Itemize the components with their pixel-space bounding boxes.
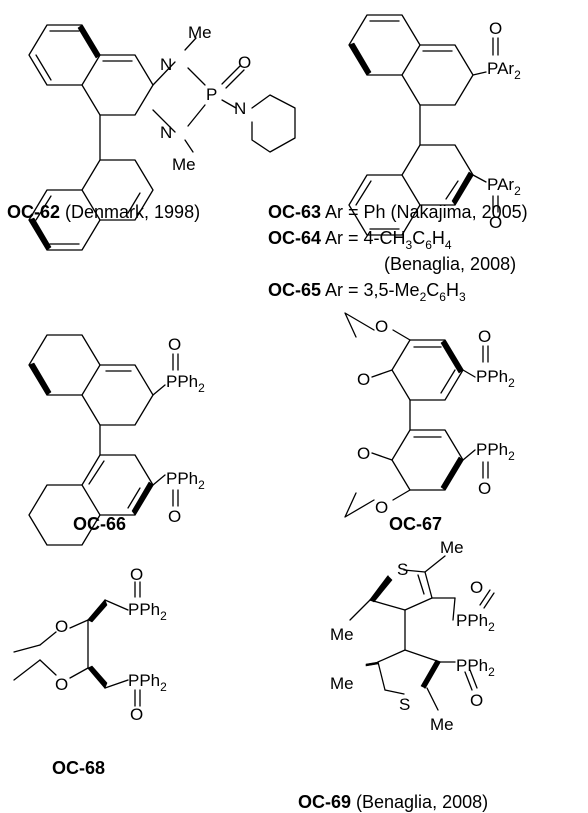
- structure-oc62: N Me P O N N Me OC-62 (Denmark, 1998): [7, 23, 296, 251]
- oc68-wedges: [87, 599, 108, 689]
- structure-oc68: O O O PPh2 PPh2 O OC-68: [13, 565, 167, 778]
- oc69-atom-me4: Me: [430, 715, 454, 734]
- oc67-atom-o2: O: [478, 479, 491, 498]
- oc67-atom-od: O: [375, 498, 388, 517]
- oc63-atom-p1: PAr2: [487, 59, 521, 82]
- oc65-caption: OC-65 Ar = 3,5-Me2C6H3: [268, 280, 466, 304]
- oc69-wedges: [365, 575, 441, 689]
- oc66-atom-p2: PPh2: [166, 469, 205, 492]
- oc67-caption: OC-67: [389, 514, 442, 534]
- oc63-caption: OC-63 Ar = Ph (Nakajima, 2005): [268, 202, 528, 222]
- oc63-atom-o1: O: [489, 19, 502, 38]
- oc67-atom-p2: PPh2: [476, 440, 515, 463]
- oc68-atom-p1: PPh2: [128, 600, 167, 623]
- oc62-ref: (Denmark, 1998): [60, 202, 200, 222]
- oc69-atom-me2: Me: [330, 625, 354, 644]
- oc67-atom-p1: PPh2: [476, 367, 515, 390]
- oc62-code: OC-62: [7, 202, 60, 222]
- oc62-atom-n3: N: [234, 99, 246, 118]
- oc62-atom-p: P: [206, 85, 217, 104]
- structure-oc66: O PPh2 PPh2 O OC-66: [28, 334, 205, 546]
- oc69-atom-o1: O: [470, 578, 483, 597]
- oc68-atom-ob: O: [55, 675, 68, 694]
- oc66-caption: OC-66: [73, 514, 126, 534]
- oc68-atom-p2: PPh2: [128, 671, 167, 694]
- oc63-atom-p2: PAr2: [487, 175, 521, 198]
- oc63-wedges: [348, 42, 474, 206]
- oc68-caption: OC-68: [52, 758, 105, 778]
- oc62-atom-o: O: [238, 53, 251, 72]
- oc64-caption: OC-64 Ar = 4-CH3C6H4: [268, 228, 452, 252]
- oc68-bonds: [13, 581, 141, 707]
- oc68-atom-o2: O: [130, 705, 143, 724]
- oc69-atom-p2: PPh2: [456, 656, 495, 679]
- oc62-atom-n2: N: [160, 123, 172, 142]
- oc68-atom-oa: O: [55, 617, 68, 636]
- oc62-atom-n1: N: [160, 55, 172, 74]
- oc66-atom-o2: O: [168, 507, 181, 526]
- oc67-bonds: [344, 312, 489, 518]
- oc66-wedges: [28, 362, 154, 516]
- oc67-atom-oc: O: [357, 444, 370, 463]
- oc63-atom-o2: O: [489, 213, 502, 232]
- oc66-atom-p1: PPh2: [166, 372, 205, 395]
- oc69-atom-o2: O: [470, 691, 483, 710]
- oc69-atom-sb: S: [399, 695, 410, 714]
- oc69-atom-p1: PPh2: [456, 611, 495, 634]
- oc69-atom-me3: Me: [330, 674, 354, 693]
- oc68-atom-o1: O: [130, 565, 143, 584]
- oc62-wedges: [28, 24, 101, 251]
- oc69-atom-me1: Me: [440, 538, 464, 557]
- oc67-atom-o1: O: [478, 327, 491, 346]
- oc62-caption: OC-62 (Denmark, 1998): [7, 202, 200, 222]
- oc62-atom-me2: Me: [172, 155, 196, 174]
- oc67-wedges: [440, 339, 464, 491]
- structure-oc67: O O O O O PPh2 PPh2 O OC-67: [344, 312, 515, 534]
- structure-oc63: O PAr2 PAr2 O OC-63 Ar = Ph (Nakajima, 2…: [268, 14, 528, 304]
- oc69-atom-sa: S: [397, 560, 408, 579]
- oc67-atom-ob: O: [357, 370, 370, 389]
- oc64-ref: (Benaglia, 2008): [384, 254, 516, 274]
- oc69-caption: OC-69 (Benaglia, 2008): [298, 792, 488, 812]
- structure-oc69: S Me O PPh2 Me Me PPh2 O S Me OC-69 (Ben…: [298, 538, 495, 812]
- oc67-atom-oa: O: [375, 317, 388, 336]
- oc62-atom-me1: Me: [188, 23, 212, 42]
- oc66-atom-o1: O: [168, 335, 181, 354]
